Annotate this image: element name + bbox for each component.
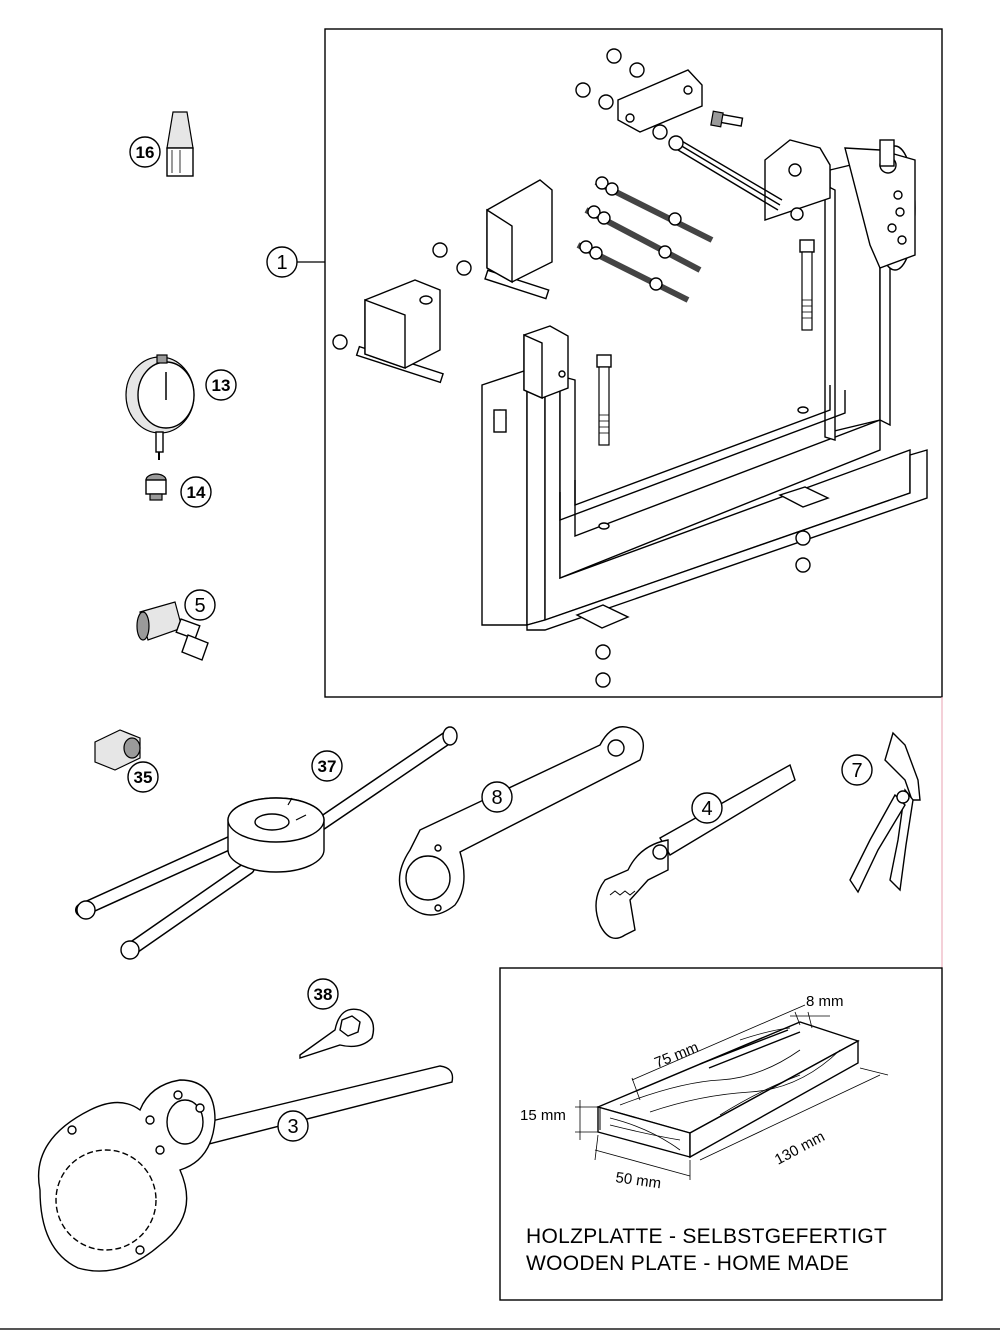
callout-37: 37: [311, 750, 343, 782]
callout-16: 16: [129, 136, 161, 168]
callout-16-label: 16: [136, 143, 155, 162]
callout-35-label: 35: [134, 768, 153, 787]
puller-5: 5: [136, 589, 216, 661]
callout-7: 7: [841, 754, 873, 786]
caption-german: HOLZPLATTE - SELBSTGEFERTIGT: [526, 1225, 887, 1248]
callout-1: 1: [266, 246, 325, 278]
callout-14-label: 14: [187, 483, 206, 502]
wooden-plate-drawing: [575, 1004, 889, 1180]
callout-3: 3: [277, 1110, 309, 1142]
callout-13-label: 13: [212, 376, 231, 395]
caption-english: WOODEN PLATE - HOME MADE: [526, 1252, 849, 1275]
callout-7-label: 7: [851, 760, 862, 782]
hex-nut-35: 35: [94, 729, 159, 793]
callout-14: 14: [180, 476, 212, 508]
wooden-plate-box: [499, 967, 943, 1301]
dim-width-bottom: 50 mm: [614, 1169, 662, 1192]
engine-stand: [481, 139, 928, 631]
engine-stand-box: [324, 28, 943, 698]
adapter-14: 14: [145, 473, 212, 508]
callout-4-label: 4: [701, 798, 712, 820]
hook-wrench-4: 4: [595, 763, 796, 939]
callout-1-label: 1: [276, 252, 287, 274]
callout-5: 5: [184, 589, 216, 621]
circlip-pliers-7: 7: [841, 731, 921, 894]
dim-length: 130 mm: [772, 1128, 828, 1168]
callout-38-label: 38: [314, 985, 333, 1004]
callout-8-label: 8: [491, 787, 502, 809]
holding-wrench-8: 8: [398, 726, 644, 916]
dial-gauge-13: 13: [125, 354, 237, 460]
callout-38: 38: [307, 978, 339, 1010]
plate-38: 38: [299, 978, 375, 1059]
callout-4: 4: [691, 792, 723, 824]
loctite-tube-16: 16: [129, 111, 194, 177]
callout-5-label: 5: [194, 595, 205, 617]
callout-13: 13: [205, 369, 237, 401]
callout-37-label: 37: [318, 757, 337, 776]
callout-35: 35: [127, 761, 159, 793]
clutch-holder-3: 3: [37, 1065, 454, 1272]
callout-3-label: 3: [287, 1116, 298, 1138]
press-tool-37: 37: [75, 726, 458, 960]
callout-8: 8: [481, 781, 513, 813]
dim-groove: 8 mm: [806, 993, 844, 1010]
dim-thickness: 15 mm: [520, 1107, 566, 1124]
stand-hardware: [332, 48, 830, 688]
